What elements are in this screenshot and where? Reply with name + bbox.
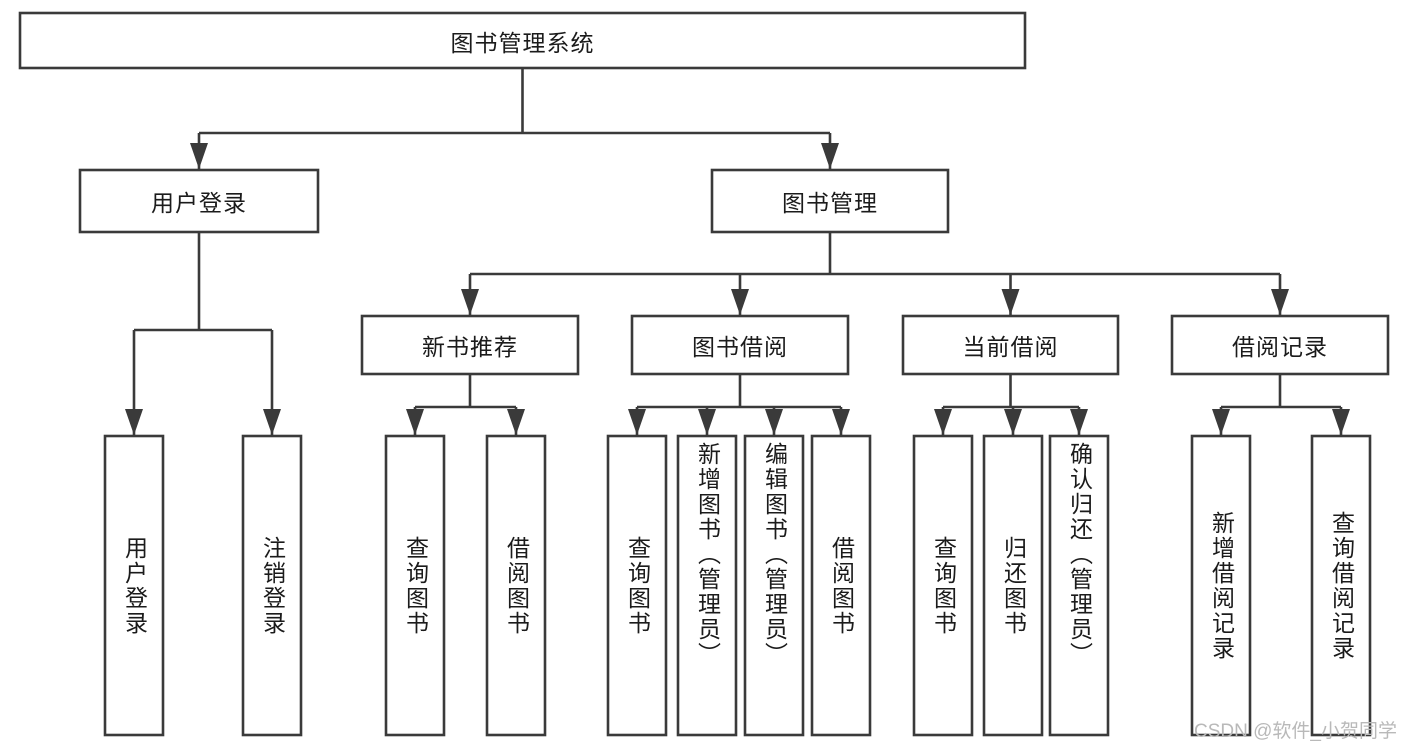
node-box-借阅记录-3[interactable] (1170, 314, 1390, 376)
connector-arrow-icon (507, 409, 525, 435)
connector-arrow-icon (1070, 409, 1088, 435)
node-box-注销登录-1[interactable] (241, 434, 303, 737)
node-box-当前借阅-2[interactable] (901, 314, 1120, 376)
node-box-编辑图书管理员-6[interactable] (743, 434, 805, 737)
connector-arrow-icon (934, 409, 952, 435)
node-box-layer (18, 11, 1390, 737)
connector-arrow-icon (765, 409, 783, 435)
connector-arrow-icon (1332, 409, 1350, 435)
connector-arrow-icon (125, 409, 143, 435)
connector-arrow-icon (698, 409, 716, 435)
connector-arrow-icon (628, 409, 646, 435)
watermark-text: CSDN @软件_小贺同学 (1194, 721, 1397, 742)
node-box-图书借阅-1[interactable] (630, 314, 850, 376)
node-box-新增图书管理员-5[interactable] (676, 434, 738, 737)
node-box-新书推荐-0[interactable] (360, 314, 580, 376)
connector-arrow-icon (731, 289, 749, 315)
node-box-用户登录-0[interactable] (78, 168, 320, 234)
node-box-借阅图书-3[interactable] (485, 434, 547, 737)
connector-arrow-icon (1001, 289, 1020, 315)
node-box-查询借阅记录-12[interactable] (1310, 434, 1372, 737)
connector-layer (125, 68, 1350, 435)
node-box-查询图书-4[interactable] (606, 434, 668, 737)
connector-arrow-icon (1271, 289, 1289, 315)
node-box-确认归还管理员-10[interactable] (1048, 434, 1110, 737)
node-box-图书管理系统[interactable] (18, 11, 1027, 70)
connector-arrow-icon (190, 143, 208, 169)
connector-arrow-icon (832, 409, 850, 435)
node-box-归还图书-9[interactable] (982, 434, 1044, 737)
node-box-查询图书-8[interactable] (912, 434, 974, 737)
connector-arrow-icon (406, 409, 424, 435)
node-box-查询图书-2[interactable] (384, 434, 446, 737)
connector-arrow-icon (1004, 409, 1022, 435)
connector-arrow-icon (821, 143, 839, 169)
connector-arrow-icon (461, 289, 479, 315)
connector-arrow-icon (1212, 409, 1230, 435)
node-box-新增借阅记录-11[interactable] (1190, 434, 1252, 737)
node-box-借阅图书-7[interactable] (810, 434, 872, 737)
node-box-图书管理-1[interactable] (710, 168, 950, 234)
node-box-用户登录-0[interactable] (103, 434, 165, 737)
connector-arrow-icon (263, 409, 281, 435)
